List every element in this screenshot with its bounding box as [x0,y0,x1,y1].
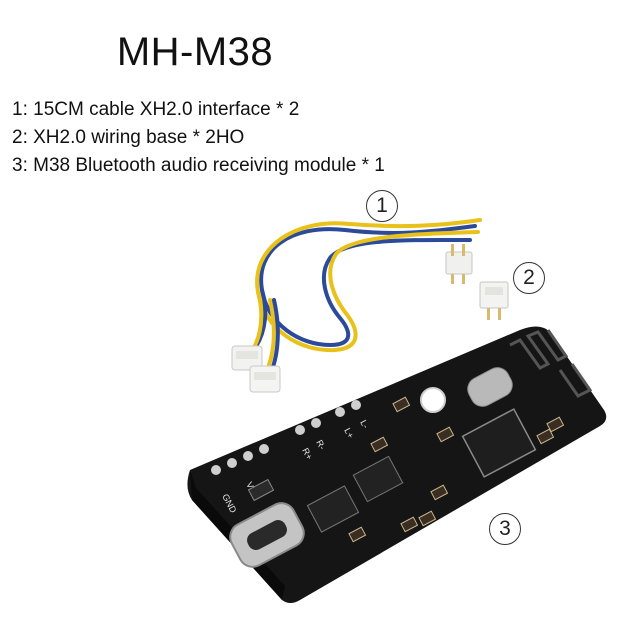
xh2-cable [246,218,482,376]
item-line-2: 2: XH2.0 wiring base * 2HO [12,127,245,148]
item-line-1: 1: 15CM cable XH2.0 interface * 2 [12,99,300,120]
item-line-3: 3: M38 Bluetooth audio receiving module … [12,155,385,176]
pcb-label-l-minus: L- [358,418,371,430]
pcb-label-r-minus: R- [314,438,327,451]
product-title: MH-M38 [116,30,274,74]
pcb-label-l-plus: L+ [342,426,356,440]
callout-2: 2 [513,262,545,294]
pcb-label-r-plus: R+ [300,446,314,461]
m38-bluetooth-module: GND Vin R+ R- L+ L- [187,326,607,603]
xh2-cable-connectors [231,345,281,393]
callout-1: 1 [366,190,398,222]
callout-3: 3 [489,513,521,545]
xh2-wiring-base [445,244,509,320]
